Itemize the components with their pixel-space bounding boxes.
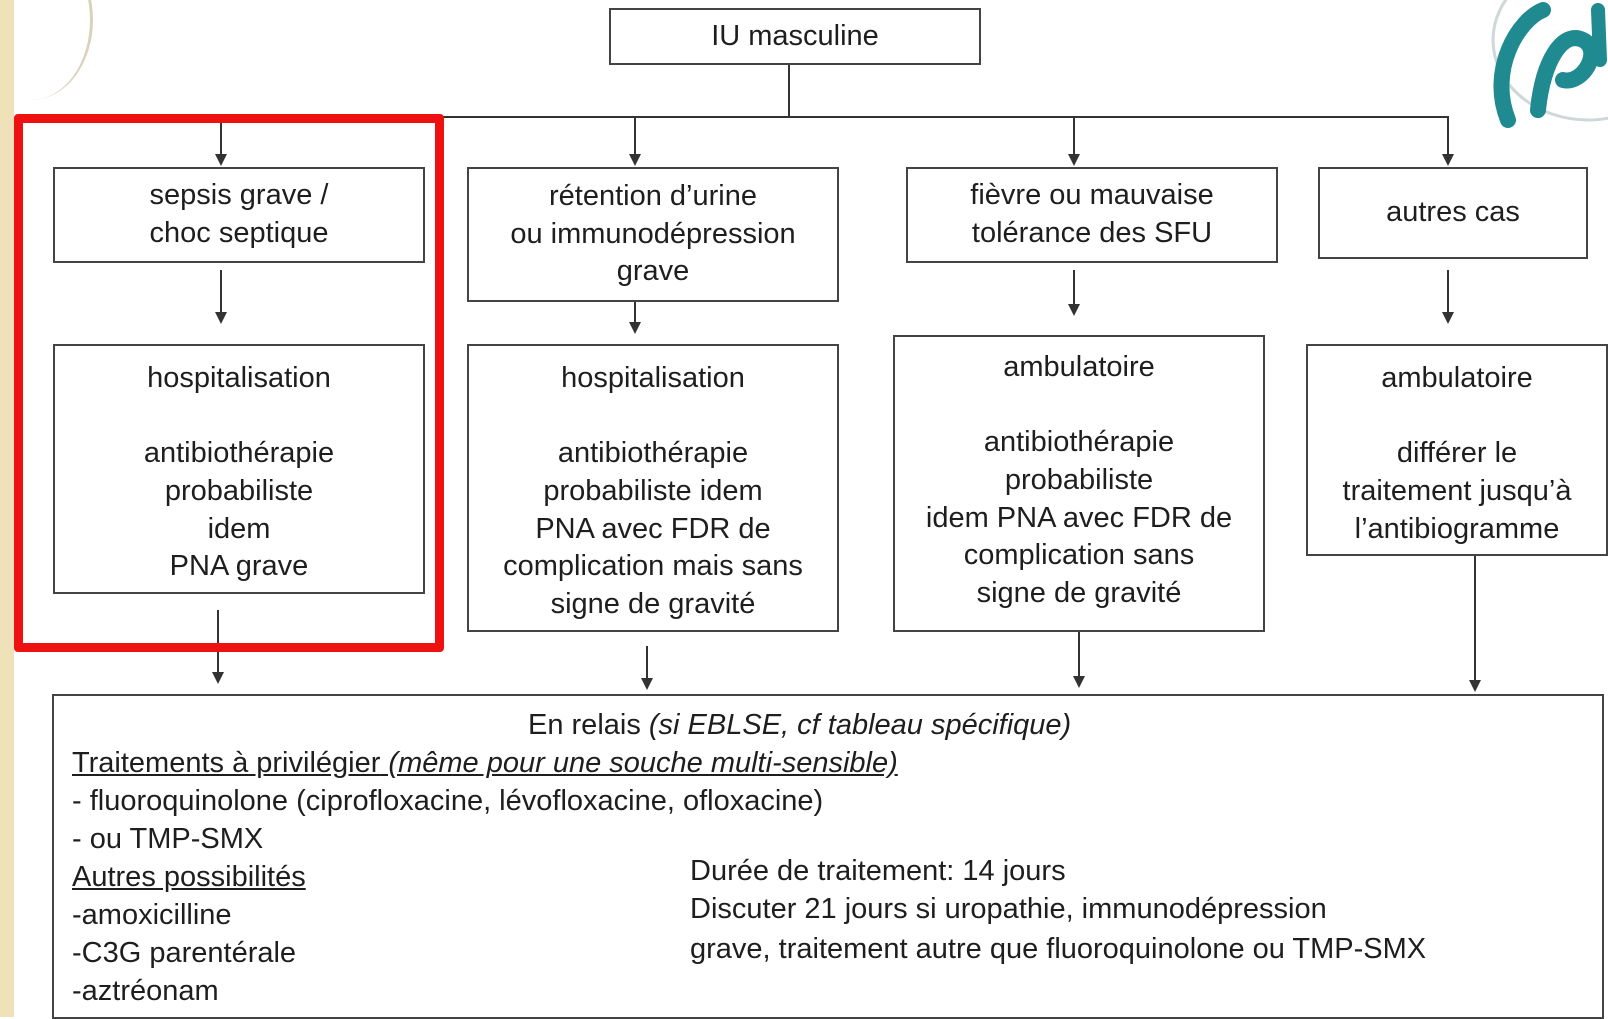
slide-decor-curve bbox=[0, 0, 93, 100]
management-box-fever: ambulatoire antibiothérapie probabiliste… bbox=[893, 335, 1265, 632]
col3-mid-line bbox=[1073, 270, 1075, 304]
other-heading: Autres possibilités bbox=[72, 861, 306, 893]
condition-box-other: autres cas bbox=[1318, 167, 1588, 259]
col4-arrow-3 bbox=[1469, 680, 1481, 692]
management-box-other: ambulatoire différer le traitement jusqu… bbox=[1306, 344, 1608, 556]
col1-arrow-1 bbox=[215, 154, 227, 166]
relay-title-text: En relais bbox=[528, 709, 649, 741]
management-box-retention: hospitalisation antibiothérapie probabil… bbox=[467, 344, 839, 632]
preferred-heading-note: (même pour une souche multi-sensible) bbox=[380, 747, 898, 779]
condition-label: rétention d’urine ou immunodépression gr… bbox=[510, 179, 796, 288]
duration-line: Durée de traitement: 14 jours bbox=[690, 855, 1066, 887]
col4-arrow-1 bbox=[1442, 154, 1454, 166]
col4-bottom-line bbox=[1474, 556, 1476, 680]
management-box-sepsis: hospitalisation antibiothérapie probabil… bbox=[53, 344, 425, 594]
relay-title: En relais (si EBLSE, cf tableau spécifiq… bbox=[528, 706, 1071, 744]
col1-mid-line bbox=[220, 270, 222, 312]
condition-box-retention: rétention d’urine ou immunodépression gr… bbox=[467, 167, 839, 302]
col2-arrow-1 bbox=[629, 154, 641, 166]
condition-box-fever: fièvre ou mauvaise tolérance des SFU bbox=[906, 167, 1278, 263]
other-item: -amoxicilline bbox=[72, 899, 232, 931]
col1-branch-line bbox=[220, 116, 222, 154]
root-stem-line bbox=[788, 65, 790, 117]
relay-box: En relais (si EBLSE, cf tableau spécifiq… bbox=[52, 694, 1604, 1019]
preferred-item: - ou TMP-SMX bbox=[72, 823, 264, 855]
col1-arrow-2 bbox=[215, 312, 227, 324]
other-item: -C3G parentérale bbox=[72, 937, 297, 969]
col1-arrow-3 bbox=[212, 672, 224, 684]
preferred-heading-text: Traitements à privilégier bbox=[72, 747, 381, 779]
management-label: hospitalisation antibiothérapie probabil… bbox=[503, 362, 803, 621]
preferred-item: - fluoroquinolone (ciprofloxacine, lévof… bbox=[72, 785, 824, 817]
condition-box-sepsis: sepsis grave / choc septique bbox=[53, 167, 425, 263]
preferred-heading: Traitements à privilégier (même pour une… bbox=[72, 744, 898, 782]
society-logo-icon bbox=[1468, 0, 1608, 130]
condition-label: sepsis grave / choc septique bbox=[149, 179, 329, 249]
duration-line: grave, traitement autre que fluoroquinol… bbox=[690, 933, 1427, 965]
col4-arrow-2 bbox=[1442, 312, 1454, 324]
col3-arrow-1 bbox=[1068, 154, 1080, 166]
slide-edge-stripe bbox=[0, 0, 14, 1017]
col3-arrow-3 bbox=[1073, 676, 1085, 688]
col2-arrow-3 bbox=[641, 678, 653, 690]
other-item: -aztréonam bbox=[72, 975, 219, 1007]
management-label: ambulatoire différer le traitement jusqu… bbox=[1342, 362, 1572, 545]
col2-branch-line bbox=[634, 116, 636, 154]
duration-line: Discuter 21 jours si uropathie, immunodé… bbox=[690, 893, 1327, 925]
col3-arrow-2 bbox=[1068, 304, 1080, 316]
root-node-box: IU masculine bbox=[609, 8, 981, 65]
condition-label: autres cas bbox=[1386, 196, 1520, 229]
branch-bar-line bbox=[220, 116, 1448, 118]
col2-mid-line bbox=[634, 302, 636, 322]
relay-title-note: (si EBLSE, cf tableau spécifique) bbox=[648, 709, 1072, 741]
col3-branch-line bbox=[1073, 116, 1075, 154]
management-label: hospitalisation antibiothérapie probabil… bbox=[143, 362, 335, 583]
col3-bottom-line bbox=[1078, 632, 1080, 676]
root-node-label: IU masculine bbox=[711, 19, 879, 52]
highlight-frame bbox=[14, 114, 444, 652]
condition-label: fièvre ou mauvaise tolérance des SFU bbox=[970, 179, 1214, 249]
col4-mid-line bbox=[1447, 270, 1449, 312]
col4-branch-line bbox=[1447, 116, 1449, 154]
col1-bottom-line bbox=[217, 610, 219, 672]
col2-bottom-line bbox=[646, 646, 648, 678]
management-label: ambulatoire antibiothérapie probabiliste… bbox=[925, 351, 1233, 610]
col2-arrow-2 bbox=[629, 322, 641, 334]
